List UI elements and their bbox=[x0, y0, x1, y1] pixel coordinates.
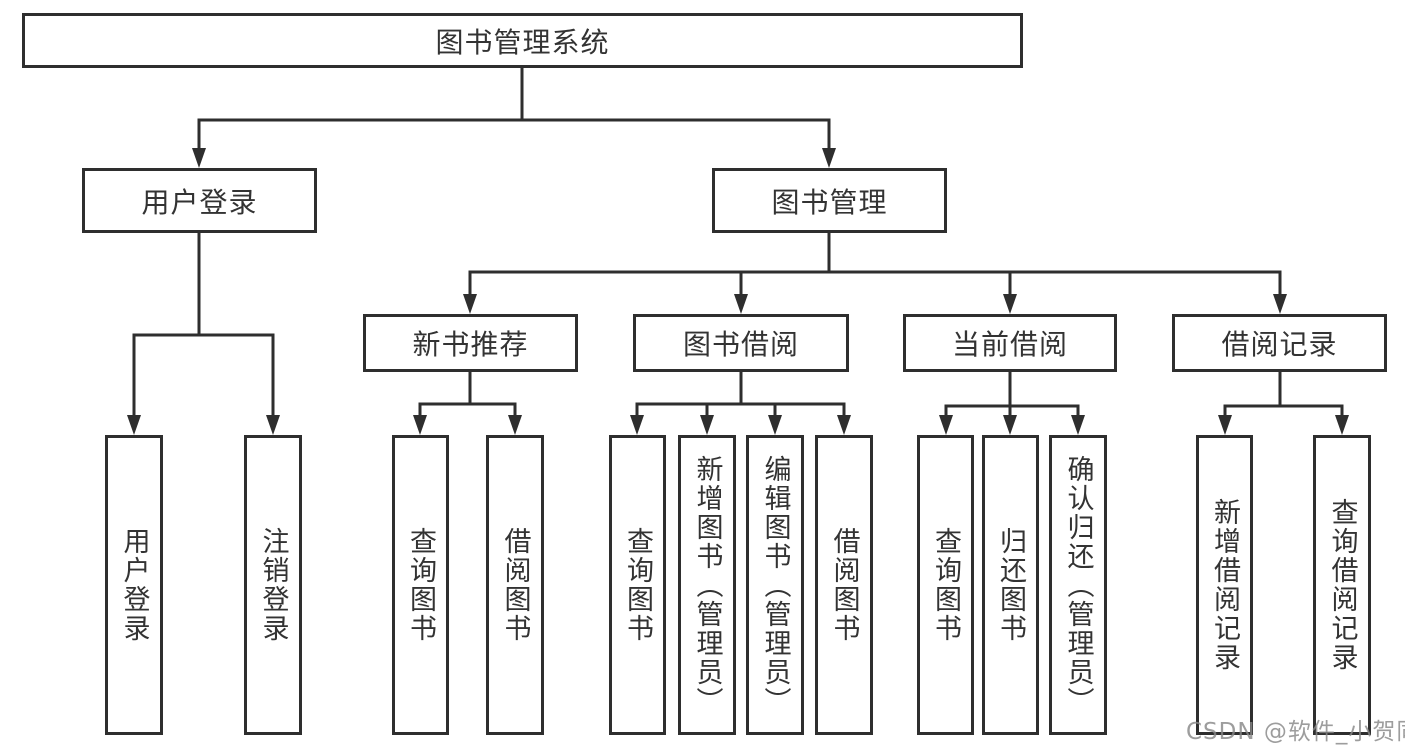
leaf-current-confirm-return-admin: 确认归还（管理员） bbox=[1049, 435, 1107, 735]
node-book-borrowing: 图书借阅 bbox=[633, 314, 849, 372]
leaf-borrowing-query-books: 查询图书 bbox=[609, 435, 666, 735]
leaf-current-query-books: 查询图书 bbox=[917, 435, 974, 735]
leaf-newbook-borrow-books: 借阅图书 bbox=[486, 435, 544, 735]
leaf-logout-login: 注销登录 bbox=[244, 435, 302, 735]
leaf-records-add-borrow-record: 新增借阅记录 bbox=[1196, 435, 1253, 735]
leaf-borrowing-add-books-admin: 新增图书（管理员） bbox=[678, 435, 736, 735]
leaf-user-login: 用户登录 bbox=[105, 435, 163, 735]
leaf-borrowing-edit-books-admin: 编辑图书（管理员） bbox=[746, 435, 804, 735]
leaf-borrowing-borrow-books: 借阅图书 bbox=[815, 435, 873, 735]
node-user-login: 用户登录 bbox=[82, 168, 317, 233]
leaf-newbook-query-books: 查询图书 bbox=[392, 435, 449, 735]
leaf-records-query-borrow-record: 查询借阅记录 bbox=[1313, 435, 1371, 735]
csdn-watermark: CSDN @软件_小贺同学 bbox=[1186, 719, 1405, 745]
leaf-current-return-books: 归还图书 bbox=[982, 435, 1039, 735]
node-root-system: 图书管理系统 bbox=[22, 13, 1023, 68]
node-new-book-recommend: 新书推荐 bbox=[363, 314, 578, 372]
node-current-borrowing: 当前借阅 bbox=[903, 314, 1117, 372]
node-borrowing-records: 借阅记录 bbox=[1172, 314, 1387, 372]
node-book-management: 图书管理 bbox=[712, 168, 947, 233]
